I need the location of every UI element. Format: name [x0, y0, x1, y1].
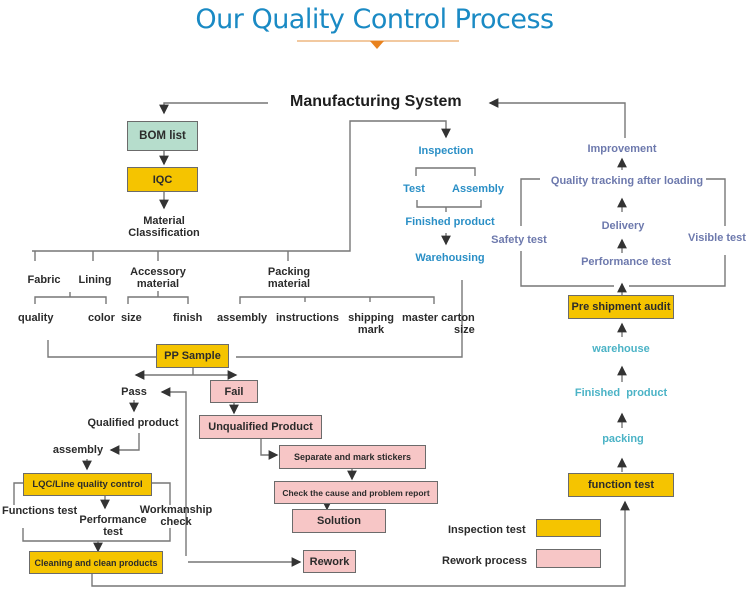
packing-line2: material — [267, 278, 311, 290]
accessory-line2: material — [136, 278, 180, 290]
performance-test-production-label: Performance test — [79, 514, 146, 538]
legend-swatch-rework — [536, 549, 601, 568]
quality-tracking-label: Quality tracking after loading — [550, 175, 704, 187]
arrow-mfg-to-bom — [159, 102, 268, 115]
fail-box: Fail — [210, 380, 258, 403]
performance-line2: test — [103, 526, 123, 538]
material-classification-line1: Material — [143, 215, 185, 227]
function-test-box: function test — [568, 473, 674, 497]
accessory-material-label: Accessory material — [130, 266, 186, 290]
fabric-label: Fabric — [27, 274, 61, 286]
accessory-line1: Accessory — [130, 266, 186, 278]
assembly-production-label: assembly — [52, 444, 104, 456]
material-branch-bar — [32, 120, 451, 252]
arrow-qualified-to-assembly — [109, 433, 140, 455]
functions-test-label: Functions test — [2, 505, 78, 517]
material-classification-label: Material Classification — [128, 215, 200, 239]
instructions-label: instructions — [276, 312, 339, 324]
master-carton-size-label: master carton size — [402, 312, 475, 336]
finished-product-label: Finished product — [405, 216, 495, 228]
shipping-line2: mark — [357, 324, 385, 336]
master-carton-line2: size — [453, 324, 475, 336]
test-assembly-bracket — [416, 200, 482, 212]
iqc-box: IQC — [127, 167, 198, 192]
delivery-label: Delivery — [601, 220, 645, 232]
title-marker-triangle — [370, 41, 384, 49]
packing-material-label: Packing material — [268, 266, 310, 290]
quality-label: quality — [18, 312, 54, 324]
safety-test-label: Safety test — [491, 234, 547, 246]
shipping-mark-label: shipping mark — [348, 312, 394, 336]
master-carton-line1: master carton — [402, 312, 475, 324]
workmanship-line2: check — [160, 516, 192, 528]
pre-shipment-audit-box: Pre shipment audit — [568, 295, 674, 319]
workmanship-check-label: Workmanship check — [140, 504, 213, 528]
page-title: Our Quality Control Process — [195, 4, 554, 35]
performance-line1: Performance — [79, 514, 147, 526]
pp-sample-box: PP Sample — [156, 344, 229, 368]
legend-label-inspection: Inspection test — [448, 524, 526, 536]
finish-label: finish — [173, 312, 203, 324]
assembly-material-label: assembly — [217, 312, 268, 324]
finished-product-ship-label: Finished product — [574, 387, 668, 399]
rework-box: Rework — [303, 550, 356, 573]
material-classification-line2: Classification — [128, 227, 200, 239]
packing-label: packing — [602, 433, 644, 445]
workmanship-line1: Workmanship — [139, 504, 213, 516]
solution-box: Solution — [292, 509, 386, 533]
line-cleaning-to-function-test — [91, 500, 630, 587]
qualified-product-label: Qualified product — [87, 417, 179, 429]
inspection-label: Inspection — [418, 145, 474, 157]
pass-label: Pass — [121, 386, 147, 398]
assembly-inspection-label: Assembly — [452, 183, 504, 195]
color-label: color — [88, 312, 115, 324]
unqualified-product-box: Unqualified Product — [199, 415, 322, 439]
check-cause-box: Check the cause and problem report — [274, 481, 438, 504]
legend-swatch-inspection — [536, 519, 601, 537]
bom-list-box: BOM list — [127, 121, 198, 151]
inspection-bracket — [415, 167, 476, 176]
size-label: size — [121, 312, 142, 324]
performance-test-label: Performance test — [581, 256, 671, 268]
shipping-line1: shipping — [348, 312, 394, 324]
line-warehousing-to-pp — [236, 280, 463, 358]
rework-loop-to-pass — [160, 387, 187, 556]
test-label: Test — [403, 183, 425, 195]
legend-label-rework: Rework process — [442, 555, 527, 567]
line-quality-to-pp — [47, 340, 156, 358]
cleaning-box: Cleaning and clean products — [29, 551, 163, 574]
lining-label: Lining — [78, 274, 112, 286]
lqc-box: LQC/Line quality control — [23, 473, 152, 496]
manufacturing-system-label: Manufacturing System — [290, 93, 462, 110]
warehouse-label: warehouse — [592, 343, 650, 355]
warehousing-label: Warehousing — [415, 252, 485, 264]
packing-line1: Packing — [267, 266, 311, 278]
improvement-label: Improvement — [587, 143, 657, 155]
arrow-improvement-to-mfg — [488, 98, 626, 138]
visible-test-label: Visible test — [688, 232, 746, 244]
separate-stickers-box: Separate and mark stickers — [279, 445, 426, 469]
